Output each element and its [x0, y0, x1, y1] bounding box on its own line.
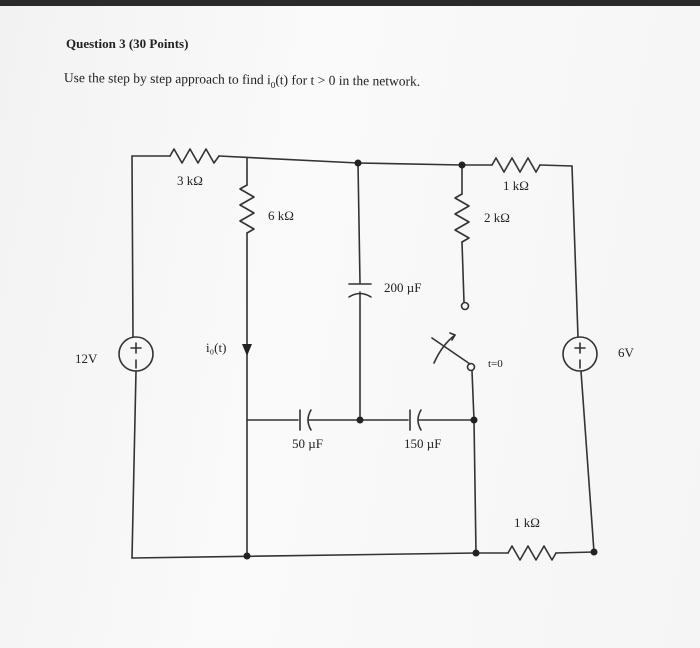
current-arrow-icon: [242, 344, 252, 356]
resistor-1k-top-zigzag: [491, 157, 541, 173]
switch-arm: [431, 337, 471, 365]
wire-right-upper: [571, 165, 579, 338]
wire-bottom-right: [555, 551, 595, 554]
voltage-source-right: [562, 336, 598, 372]
wire-top-mid: [357, 162, 463, 166]
wire-switch-down: [471, 370, 475, 421]
cap-150-plate-curved: [417, 409, 422, 431]
wire-200-top: [357, 162, 361, 284]
plus-bar-right: [574, 342, 586, 354]
wire-right-lower: [580, 370, 595, 553]
switch-contact-bottom: [466, 362, 476, 372]
junction-top-right: [458, 161, 466, 169]
label-6k: 6 kΩ: [268, 208, 294, 223]
junction-cap-row-right: [470, 416, 478, 424]
cap-50-plate-curved: [307, 409, 312, 431]
label-1k-top: 1 kΩ: [503, 178, 529, 193]
label-switch-t0: t=0: [488, 358, 503, 370]
wire-bottom-left: [131, 552, 477, 559]
switch-contact-top: [460, 301, 470, 311]
label-2k: 2 kΩ: [484, 210, 510, 225]
label-3k: 3 kΩ: [177, 173, 203, 188]
junction-bottom-far-right: [590, 548, 598, 556]
label-current-i0: i₀(t): [206, 340, 226, 355]
junction-cap-row-mid: [356, 416, 364, 424]
label-200uF: 200 µF: [384, 280, 421, 295]
wire-right-node-down: [473, 419, 477, 554]
wire-left-lower: [131, 370, 137, 559]
resistor-2k-zigzag: [454, 193, 470, 243]
junction-top-mid: [354, 159, 362, 167]
plus-bar-left: [130, 342, 142, 354]
label-150uF: 150 µF: [404, 436, 441, 451]
label-1k-bottom: 1 kΩ: [514, 515, 540, 530]
label-12V: 12V: [75, 351, 98, 366]
switch-arrow: [433, 334, 456, 364]
resistor-1k-bottom-zigzag: [507, 545, 557, 561]
wire-top-3k-to-node: [218, 155, 359, 164]
wire-2k-down: [461, 241, 465, 303]
wire-top-right: [539, 164, 573, 167]
wire-left-upper: [131, 155, 134, 338]
label-6V: 6V: [618, 345, 635, 360]
junction-bottom-left: [243, 552, 251, 560]
top-edge-bar: [0, 0, 700, 6]
junction-bottom-right: [472, 549, 480, 557]
resistor-3k-zigzag: [169, 148, 220, 164]
resistor-6k-zigzag: [239, 184, 255, 234]
switch-arrowhead: [449, 332, 456, 341]
label-50uF: 50 µF: [292, 436, 323, 451]
question-heading: Question 3 (30 Points): [66, 36, 189, 51]
